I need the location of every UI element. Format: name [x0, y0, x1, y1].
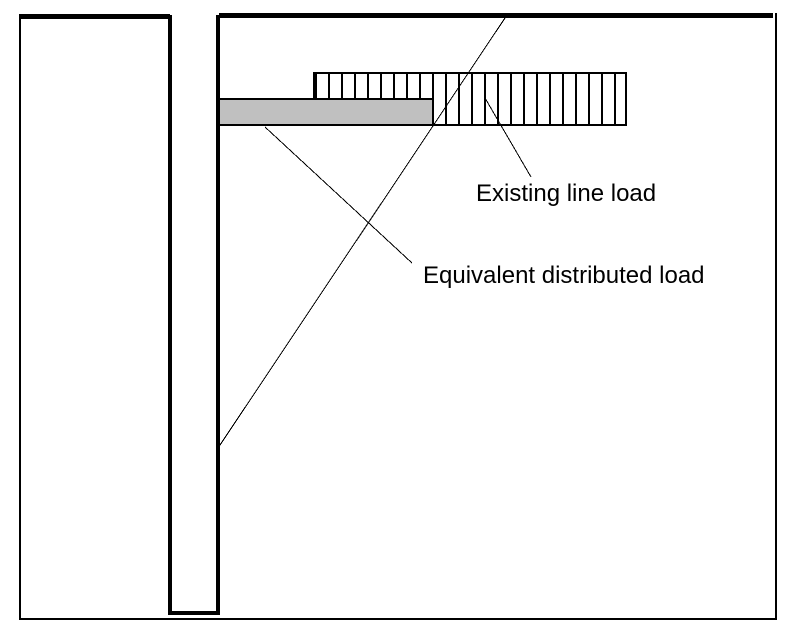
wall-left-edge [168, 15, 172, 615]
wall-right-edge [216, 15, 220, 615]
equivalent-distributed-load-label: Equivalent distributed load [423, 262, 705, 289]
frame-border-bottom [19, 618, 777, 620]
existing-line-load-label: Existing line load [476, 180, 657, 207]
leader-line-equivalent-distributed-load [264, 126, 413, 264]
equivalent-distributed-load-bar [220, 98, 434, 126]
ground-surface-line-left [21, 14, 170, 19]
frame-border-right [775, 13, 777, 620]
wall-bottom-cap [168, 611, 220, 615]
frame-border-left [19, 14, 21, 620]
ground-surface-line-right [219, 13, 773, 18]
